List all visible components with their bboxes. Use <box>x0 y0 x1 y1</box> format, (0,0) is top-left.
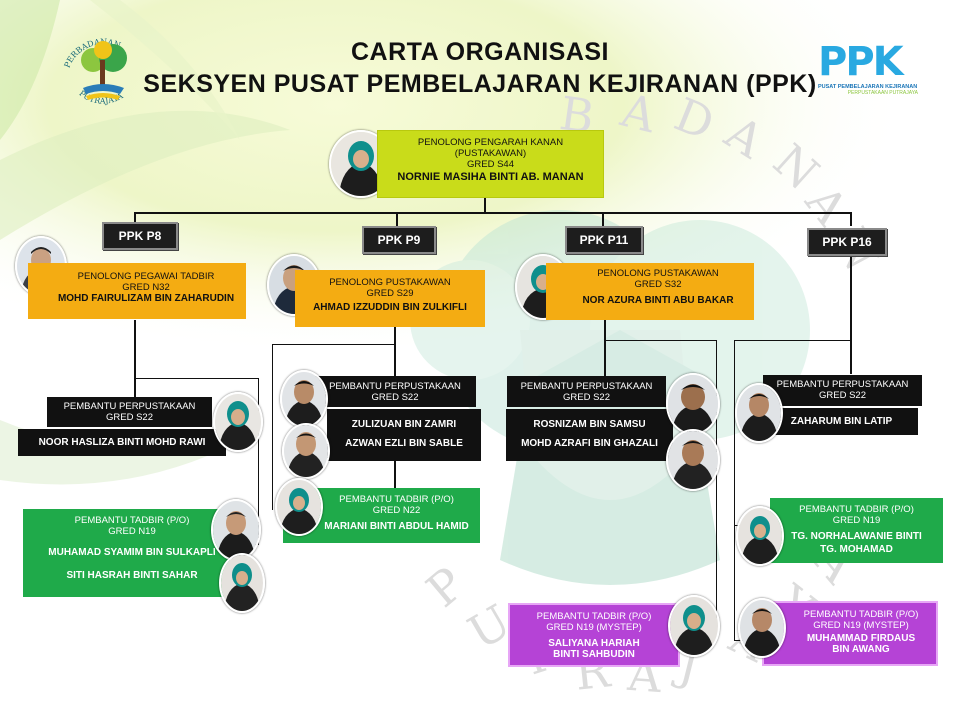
p8-lead-name: MOHD FAIRULIZAM BIN ZAHARUDIN <box>57 293 235 304</box>
p11-assistant-title: PEMBANTU PERPUSTAKAAN <box>520 381 653 392</box>
p16-admin-name2: TG. MOHAMAD <box>820 544 893 555</box>
p9-admin-grade: GRED N22 <box>372 505 421 516</box>
p11-assistant-name1: ROSNIZAM BIN SAMSU <box>533 419 646 430</box>
avatar-p11-admin <box>668 595 720 657</box>
head-name: NORNIE MASIHA BINTI AB. MANAN <box>397 171 584 183</box>
head-title: PENOLONG PENGARAH KANAN <box>417 137 564 148</box>
p8-assistant-name-box: NOOR HASLIZA BINTI MOHD RAWI <box>18 429 226 456</box>
ppk-logo-sub2: PERPUSTAKAAN PUTRAJAYA <box>847 90 918 96</box>
avatar-p11-assistant-1 <box>666 373 720 435</box>
p8-admin-name1: MUHAMAD SYAMIM BIN SULKAPLI <box>48 547 216 558</box>
p16-assistant-name-box: ZAHARUM BIN LATIP <box>765 408 918 435</box>
avatar-p9-assistant-1 <box>280 370 328 428</box>
perbadanan-putrajaya-logo: PERBADANAN PUTRAJAYA <box>58 20 148 130</box>
avatar-p9-admin <box>275 478 323 536</box>
p16-assistant-header: PEMBANTU PERPUSTAKAAN GRED S22 <box>763 375 922 406</box>
p8-assistant-grade: GRED S22 <box>106 412 153 423</box>
p9-lead-box: PENOLONG PUSTAKAWAN GRED S29 AHMAD IZZUD… <box>295 270 485 327</box>
head-subtitle: (PUSTAKAWAN) <box>454 148 527 159</box>
p8-assistant-header: PEMBANTU PERPUSTAKAAN GRED S22 <box>47 397 212 427</box>
p11-lead-title: PENOLONG PUSTAKAWAN <box>597 268 719 279</box>
tab-ppk-p8: PPK P8 <box>102 222 178 250</box>
p8-lead-grade: GRED N32 <box>122 282 170 293</box>
p16-admin-title: PEMBANTU TADBIR (P/O) <box>799 504 914 515</box>
p11-assistant-grade: GRED S22 <box>563 392 610 403</box>
p16-assistant-name: ZAHARUM BIN LATIP <box>790 416 893 427</box>
p9-assistant-name1: ZULIZUAN BIN ZAMRI <box>351 419 457 430</box>
p11-admin-grade: GRED N19 (MYSTEP) <box>546 622 642 633</box>
p11-assistant-name2: MOHD AZRAFI BIN GHAZALI <box>521 438 658 449</box>
avatar-p8-admin-2 <box>219 553 265 613</box>
p9-lead-name: AHMAD IZZUDDIN BIN ZULKIFLI <box>313 302 467 313</box>
p16-admin2-name2: BIN AWANG <box>832 644 890 655</box>
chart-subtitle: SEKSYEN PUSAT PEMBELAJARAN KEJIRANAN (PP… <box>143 70 817 98</box>
ppk-logo-sub1: PUSAT PEMBELAJARAN KEJIRANAN <box>818 84 918 90</box>
head-box: PENOLONG PENGARAH KANAN (PUSTAKAWAN) GRE… <box>377 130 604 198</box>
head-grade: GRED S44 <box>467 159 514 170</box>
p16-admin-name1: TG. NORHALAWANIE BINTI <box>791 531 922 542</box>
p11-assistant-header: PEMBANTU PERPUSTAKAAN GRED S22 <box>507 376 666 407</box>
avatar-p9-assistant-2 <box>282 423 330 479</box>
avatar-p8-assistant <box>213 392 263 452</box>
p8-admin-grade: GRED N19 <box>108 526 156 537</box>
p11-lead-name: NOR AZURA BINTI ABU BAKAR <box>582 295 734 306</box>
p16-admin-grade: GRED N19 <box>832 515 881 526</box>
p9-lead-title: PENOLONG PUSTAKAWAN <box>329 277 451 288</box>
p9-assistant-header: PEMBANTU PERPUSTAKAAN GRED S22 <box>314 376 476 407</box>
p16-admin-box: PEMBANTU TADBIR (P/O) GRED N19 TG. NORHA… <box>770 498 943 563</box>
avatar-p16-admin2 <box>738 598 786 658</box>
p9-assistant-grade: GRED S22 <box>371 392 419 403</box>
p8-assistant-title: PEMBANTU PERPUSTAKAAN <box>63 401 196 412</box>
p11-lead-box: PENOLONG PUSTAKAWAN GRED S32 NOR AZURA B… <box>546 263 754 320</box>
p8-admin-title: PEMBANTU TADBIR (P/O) <box>74 515 190 526</box>
p9-admin-title: PEMBANTU TADBIR (P/O) <box>339 494 454 505</box>
p9-admin-name: MARIANI BINTI ABDUL HAMID <box>324 521 469 532</box>
p11-lead-grade: GRED S32 <box>634 279 682 290</box>
p9-lead-grade: GRED S29 <box>366 288 414 299</box>
p8-admin-box: PEMBANTU TADBIR (P/O) GRED N19 MUHAMAD S… <box>23 509 241 597</box>
p8-lead-box: PENOLONG PEGAWAI TADBIR GRED N32 MOHD FA… <box>28 263 246 319</box>
p8-admin-name2: SITI HASRAH BINTI SAHAR <box>66 570 198 581</box>
p8-assistant-name: NOOR HASLIZA BINTI MOHD RAWI <box>38 437 206 448</box>
p16-admin2-box: PEMBANTU TADBIR (P/O) GRED N19 (MYSTEP) … <box>762 601 938 666</box>
p16-admin2-grade: GRED N19 (MYSTEP) <box>813 620 909 631</box>
p9-assistant-names-box: ZULIZUAN BIN ZAMRI AZWAN EZLI BIN SABLE <box>327 409 481 461</box>
p9-assistant-title: PEMBANTU PERPUSTAKAAN <box>329 381 461 392</box>
p9-assistant-name2: AZWAN EZLI BIN SABLE <box>345 438 463 449</box>
avatar-p11-assistant-2 <box>666 429 720 491</box>
ppk-logo: PPK PUSAT PEMBELAJARAN KEJIRANAN PERPUST… <box>818 40 928 115</box>
tab-ppk-p9: PPK P9 <box>362 226 436 254</box>
ppk-logo-mark: PPK <box>818 39 904 85</box>
chart-title: CARTA ORGANISASI <box>351 38 609 66</box>
tab-ppk-p16: PPK P16 <box>807 228 887 256</box>
tab-ppk-p11: PPK P11 <box>565 226 643 254</box>
p16-admin2-title: PEMBANTU TADBIR (P/O) <box>803 609 919 620</box>
p11-admin-box: PEMBANTU TADBIR (P/O) GRED N19 (MYSTEP) … <box>508 603 680 667</box>
p11-assistant-names-box: ROSNIZAM BIN SAMSU MOHD AZRAFI BIN GHAZA… <box>506 409 673 461</box>
avatar-p8-admin-1 <box>211 499 261 561</box>
p11-admin-name2: BINTI SAHBUDIN <box>553 649 635 660</box>
avatar-p16-admin <box>736 506 784 566</box>
p16-assistant-title: PEMBANTU PERPUSTAKAAN <box>776 379 909 390</box>
p11-admin-title: PEMBANTU TADBIR (P/O) <box>536 611 652 622</box>
p16-assistant-grade: GRED S22 <box>819 390 866 401</box>
p8-lead-title: PENOLONG PEGAWAI TADBIR <box>77 271 215 282</box>
p16-admin2-name1: MUHAMMAD FIRDAUS <box>806 633 916 644</box>
p11-admin-name1: SALIYANA HARIAH <box>548 638 640 649</box>
avatar-p16-assistant <box>735 383 783 443</box>
